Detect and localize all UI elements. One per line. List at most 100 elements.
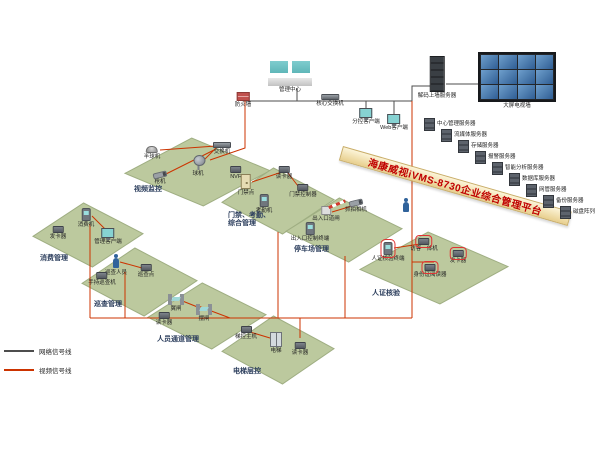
terminal-icon	[81, 208, 91, 221]
tv-screen-cell	[499, 70, 517, 84]
device-icon	[158, 312, 170, 319]
device-icon	[240, 326, 252, 333]
device-icon	[96, 272, 108, 279]
node-label: 发卡器	[449, 258, 467, 264]
tv-screen-cell	[517, 55, 535, 69]
node-label: 发卡器	[49, 234, 67, 240]
node-label: 摆闸	[198, 316, 210, 322]
platform-elevator	[221, 315, 335, 385]
node-decoder: 解码上墙服务器	[417, 56, 457, 99]
node-label: 门禁点	[237, 190, 255, 196]
node-label: 读卡器	[291, 350, 309, 356]
node-cardissue: 发卡器	[449, 247, 467, 264]
node-label: 出入口道闸	[312, 216, 340, 222]
gate-icon	[168, 294, 184, 305]
device-icon	[449, 247, 467, 260]
barrier-icon	[320, 206, 331, 215]
switch-icon	[213, 142, 231, 148]
node-label: 解码上墙服务器	[417, 93, 457, 99]
node-reader2: 读卡器	[156, 312, 172, 326]
node-s3: 存储服务器	[458, 140, 499, 153]
tv-screen-cell	[481, 70, 499, 84]
node-pterm: 出入口控制终端	[290, 222, 330, 242]
node-client1: 分控客户端	[352, 108, 380, 125]
device-icon	[297, 184, 309, 191]
node-cclient: 管理客户端	[94, 228, 122, 245]
device-icon	[294, 342, 306, 349]
link-23	[393, 243, 421, 249]
node-label: 枪机	[154, 179, 166, 185]
door-icon	[240, 174, 251, 189]
tv-screen-cell	[535, 85, 553, 99]
camera-ptz-icon	[192, 155, 205, 170]
node-label: 身份证阅读器	[413, 272, 447, 278]
node-label: 网管服务器	[539, 187, 567, 194]
node-label: 翼闸	[170, 306, 182, 312]
node-label: 巡查点	[137, 272, 155, 278]
node-ppoint: 巡查点	[137, 264, 155, 278]
terminal-icon	[380, 239, 396, 258]
server-icon	[424, 118, 435, 131]
node-s2: 流媒体服务器	[441, 129, 487, 142]
link-17	[159, 145, 217, 151]
workstation-icon	[268, 58, 312, 86]
tv-screen-cell	[481, 85, 499, 99]
legend-label: 网络信号线	[39, 349, 72, 356]
node-label: 消费机	[77, 222, 95, 228]
node-label: 分控客户端	[352, 119, 380, 125]
node-label: NVR	[230, 174, 242, 180]
node-door1: 门禁点	[237, 174, 255, 196]
legend-line-swatch	[4, 369, 34, 371]
node-label: 中心管理服务器	[437, 121, 476, 128]
link-21	[287, 172, 299, 187]
node-label: 抓拍相机	[344, 207, 368, 213]
node-s7: 网管服务器	[526, 184, 567, 197]
server-icon	[458, 140, 469, 153]
node-label: 出入口控制终端	[290, 236, 330, 242]
node-label: 球机	[192, 171, 204, 177]
node-nvr: NVR	[230, 166, 242, 180]
node-label: 大屏电视墙	[503, 103, 531, 109]
node-label: 门禁控制器	[289, 192, 317, 198]
person-icon	[112, 254, 120, 269]
node-patrolman: 巡查人员	[105, 254, 127, 276]
node-s8: 备份服务器	[543, 195, 584, 208]
link-20	[251, 171, 283, 183]
node-label: 访客一体机	[410, 246, 438, 252]
node-dome: 半球机	[143, 146, 161, 160]
node-label: Web客户端	[380, 125, 408, 131]
node-label: 梯控主机	[234, 334, 258, 340]
device-icon	[415, 235, 433, 248]
server-icon	[543, 195, 554, 208]
legend: 网络信号线视频信号线	[4, 346, 72, 375]
device-icon	[140, 264, 152, 271]
gate-icon	[196, 304, 212, 315]
platform-label-idcheck: 人证核验	[372, 290, 400, 297]
tvwall-icon	[478, 52, 556, 102]
node-handheld: 手持巡查机	[88, 272, 116, 286]
node-pos: 消费机	[77, 208, 95, 228]
node-s5: 智能分析服务器	[492, 162, 544, 175]
platform-label-parking: 停车场管理	[294, 246, 329, 253]
link-27	[249, 331, 271, 339]
node-bullet: 枪机	[152, 170, 168, 185]
firewall-icon	[236, 92, 250, 101]
device-icon	[52, 226, 64, 233]
node-label: 人证核验终端	[371, 256, 405, 262]
node-label: 半球机	[143, 154, 161, 160]
node-label: 磁盘阵列	[573, 209, 596, 216]
node-label: 智能分析服务器	[505, 165, 544, 172]
tv-screen-cell	[499, 85, 517, 99]
platform-label-elevator: 电梯层控	[233, 368, 261, 375]
monitor-icon	[387, 114, 401, 126]
node-label: 报警服务器	[488, 154, 516, 161]
link-25	[119, 261, 143, 269]
node-att: 考勤机	[256, 194, 272, 214]
legend-label: 视频信号线	[39, 368, 72, 375]
node-acs: 门禁控制器	[289, 184, 317, 198]
node-capcam: 抓拍相机	[344, 198, 368, 213]
device-icon	[278, 166, 290, 173]
node-ptz: 球机	[192, 155, 205, 177]
node-s4: 报警服务器	[475, 151, 516, 164]
